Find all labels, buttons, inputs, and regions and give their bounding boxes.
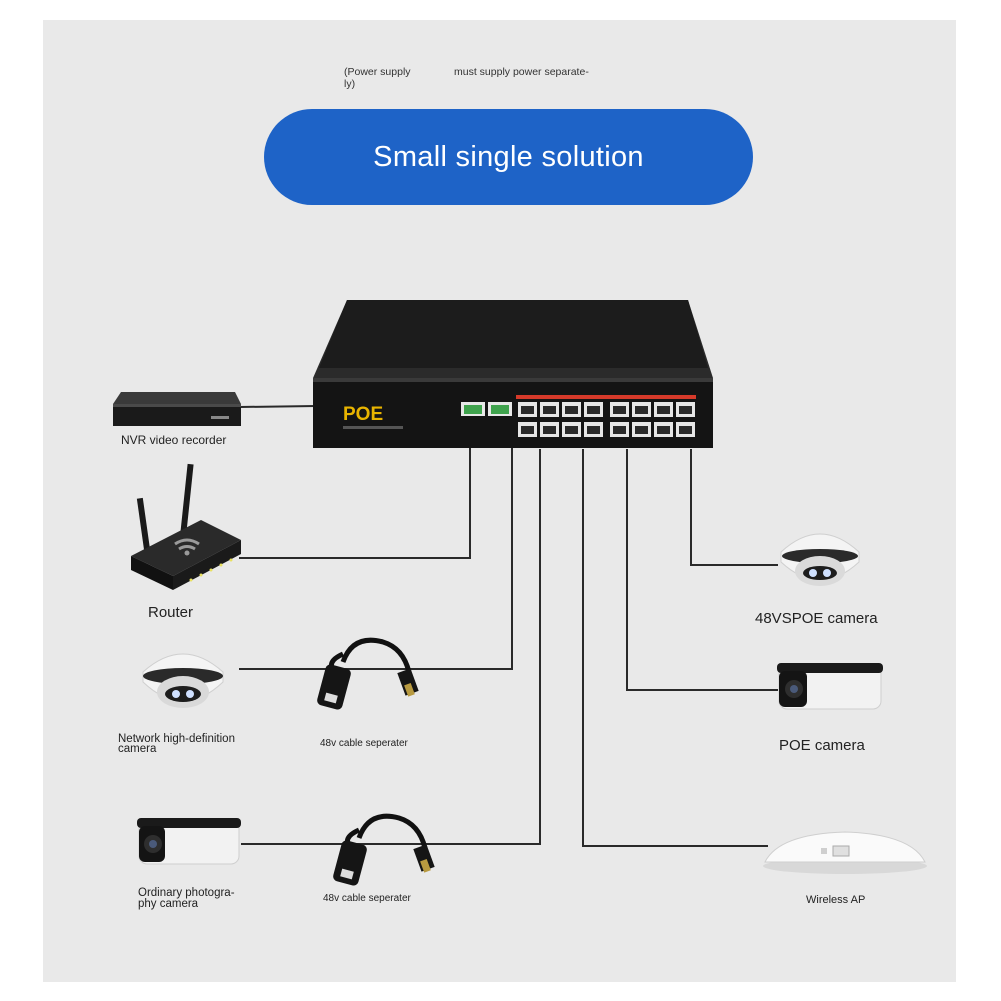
line-poe-camera (626, 449, 778, 691)
switch-port-socket (565, 406, 578, 414)
ordinary-camera-label-1: Ordinary photogra- (138, 887, 235, 899)
poe-camera-label: POE camera (779, 737, 865, 754)
line-nvr (239, 405, 317, 408)
switch-port-socket (613, 426, 626, 434)
line-ap (582, 449, 768, 847)
title-banner: Small single solution (264, 109, 753, 205)
splitter-1-label: 48v cable seperater (320, 738, 408, 749)
diagram-panel: (Power supply ly) must supply power sepa… (43, 20, 956, 982)
48v-poe-camera-label: 48VSPOE camera (755, 610, 878, 627)
splitter-2-label: 48v cable seperater (323, 893, 411, 904)
switch-port-socket (657, 406, 670, 414)
switch-port-socket (543, 406, 556, 414)
switch-port-socket (587, 426, 600, 434)
power-note-left-wrap: ly) (344, 78, 356, 90)
router-icon (131, 463, 241, 590)
switch-port-socket (635, 406, 648, 414)
switch-port-socket (521, 426, 534, 434)
switch-port-socket (679, 406, 692, 414)
wireless-ap-label: Wireless AP (806, 894, 866, 906)
switch-port-socket (543, 426, 556, 434)
line-48v-camera (690, 449, 778, 566)
wireless-ap-icon (763, 831, 927, 874)
router-label: Router (148, 604, 194, 621)
splitter-2-icon (333, 813, 435, 886)
ordinary-camera-label-2: phy camera (138, 898, 199, 910)
switch-port-socket (635, 426, 648, 434)
switch-port-socket (613, 406, 626, 414)
hd-dome-camera-icon (142, 653, 224, 708)
title-banner-text: Small single solution (373, 140, 644, 173)
48v-poe-dome-camera-icon (780, 533, 860, 586)
switch-brand: POE (343, 404, 383, 425)
switch-port-socket (521, 406, 534, 414)
hd-camera-label-2: camera (118, 743, 157, 755)
switch-port-socket (679, 426, 692, 434)
splitter-1-icon (317, 637, 419, 710)
power-note-right: must supply power separate- (454, 66, 589, 78)
line-router (239, 447, 471, 559)
nvr-label: NVR video recorder (121, 433, 227, 447)
line-ordinary-camera (241, 449, 541, 845)
hd-camera-label-1: Network high-definition (118, 733, 235, 745)
nvr-icon (113, 392, 241, 426)
ordinary-bullet-camera-icon (137, 818, 241, 865)
power-note-left: (Power supply (344, 66, 411, 78)
poe-switch: POE (313, 300, 713, 448)
switch-port-socket (565, 426, 578, 434)
poe-bullet-camera-icon (777, 663, 883, 710)
switch-port-socket (587, 406, 600, 414)
switch-port-socket (657, 426, 670, 434)
